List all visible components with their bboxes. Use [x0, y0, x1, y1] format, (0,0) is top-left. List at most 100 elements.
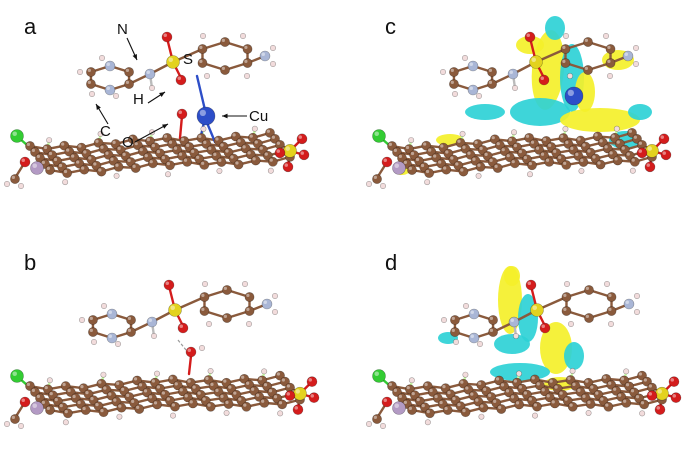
atom-highlight: [585, 286, 589, 291]
atom-highlight: [191, 149, 195, 153]
atom-label-sulfur: S: [183, 51, 193, 68]
atom-highlight: [426, 410, 430, 414]
hydrogen-atom: [462, 302, 469, 309]
carbon-atom: [267, 156, 278, 167]
atom-highlight: [423, 142, 427, 146]
atom-highlight: [394, 163, 399, 169]
hydrogen-atom: [578, 167, 585, 174]
atom-highlight: [246, 307, 250, 312]
atom-highlight: [554, 385, 558, 389]
atom-highlight: [127, 316, 132, 321]
atom-highlight: [246, 381, 250, 385]
atom-highlight: [616, 140, 620, 144]
atom-highlight: [192, 385, 196, 389]
atom-highlight: [230, 155, 234, 159]
atom-highlight: [87, 68, 91, 72]
carbon-atom: [488, 327, 498, 337]
atom-highlight: [439, 400, 443, 405]
atom-highlight: [108, 334, 112, 338]
atom-highlight: [569, 403, 573, 407]
copper-atom: [196, 106, 216, 126]
atom-highlight: [261, 52, 265, 56]
atom-highlight: [183, 158, 188, 162]
oxygen-atom: [538, 74, 550, 86]
atom-highlight: [577, 388, 581, 392]
atom-highlight: [63, 169, 68, 174]
carbon-atom: [45, 165, 55, 175]
atom-highlight: [179, 324, 183, 328]
sulfur-atom: [529, 55, 543, 69]
atom-highlight: [469, 86, 473, 90]
hydrogen-atom: [379, 422, 386, 429]
carbon-atom: [560, 58, 571, 68]
hydrogen-atom: [100, 371, 107, 378]
atom-highlight: [43, 145, 48, 150]
atom-highlight: [656, 406, 660, 410]
atom-highlight: [388, 142, 393, 146]
atom-highlight: [408, 406, 413, 411]
atom-highlight: [444, 406, 448, 411]
atom-highlight: [87, 80, 91, 84]
sulfur-atom: [293, 386, 307, 401]
sulfur-atom: [655, 386, 669, 401]
carbon-atom: [544, 156, 555, 167]
oxygen-atom: [539, 322, 551, 334]
atom-highlight: [594, 133, 598, 137]
carbon-atom: [45, 405, 55, 415]
atom-highlight: [220, 143, 224, 147]
atom-highlight: [572, 382, 576, 386]
atom-highlight: [67, 388, 71, 393]
atom-highlight: [559, 391, 563, 395]
carbon-atom: [124, 79, 134, 89]
carbon-atom: [259, 397, 270, 408]
atom-highlight: [54, 398, 58, 402]
atom-highlight: [670, 378, 674, 382]
atom-highlight: [121, 387, 125, 391]
atom-highlight: [261, 399, 265, 403]
hydrogen-atom: [261, 368, 268, 375]
atom-highlight: [662, 151, 666, 155]
atom-highlight: [548, 143, 552, 147]
atom-highlight: [530, 140, 535, 144]
atom-highlight: [373, 175, 378, 179]
carbon-atom: [113, 162, 124, 172]
atom-highlight: [44, 386, 48, 390]
carbon-atom: [606, 292, 617, 302]
carbon-atom: [86, 79, 96, 89]
charge-accumulation-lobe: [560, 108, 640, 132]
carbon-atom: [199, 292, 210, 302]
atom-highlight: [394, 403, 399, 408]
atom-highlight: [132, 164, 136, 168]
atom-highlight: [590, 385, 594, 389]
oxygen-atom: [185, 346, 197, 358]
atom-highlight: [531, 57, 536, 62]
atom-highlight: [252, 157, 256, 161]
atom-highlight: [116, 381, 120, 385]
oxygen-atom: [19, 156, 31, 168]
nitrogen-atom: [106, 332, 118, 344]
hydrogen-atom: [251, 125, 258, 132]
atom-highlight: [117, 146, 121, 150]
atom-highlight: [536, 382, 540, 386]
atom-highlight: [148, 318, 152, 322]
atom-highlight: [406, 386, 410, 390]
oxygen-atom: [381, 156, 393, 168]
atom-highlight: [199, 109, 207, 116]
atom-highlight: [205, 376, 209, 380]
hydrogen-atom: [511, 85, 518, 92]
atom-highlight: [638, 372, 642, 376]
hydrogen-atom: [365, 181, 372, 188]
hydrogen-bond: [177, 339, 187, 351]
atom-highlight: [223, 286, 227, 291]
hydrogen-atom: [633, 292, 640, 299]
atom-highlight: [168, 140, 173, 144]
nitrogen-atom: [468, 332, 480, 344]
atom-highlight: [607, 45, 611, 49]
atom-highlight: [440, 144, 444, 148]
atom-highlight: [125, 80, 130, 84]
atom-label-oxygen: O: [122, 134, 134, 151]
atom-highlight: [403, 160, 408, 164]
atom-highlight: [129, 136, 133, 140]
carbon-atom: [629, 156, 640, 167]
oxygen-atom: [176, 108, 188, 120]
